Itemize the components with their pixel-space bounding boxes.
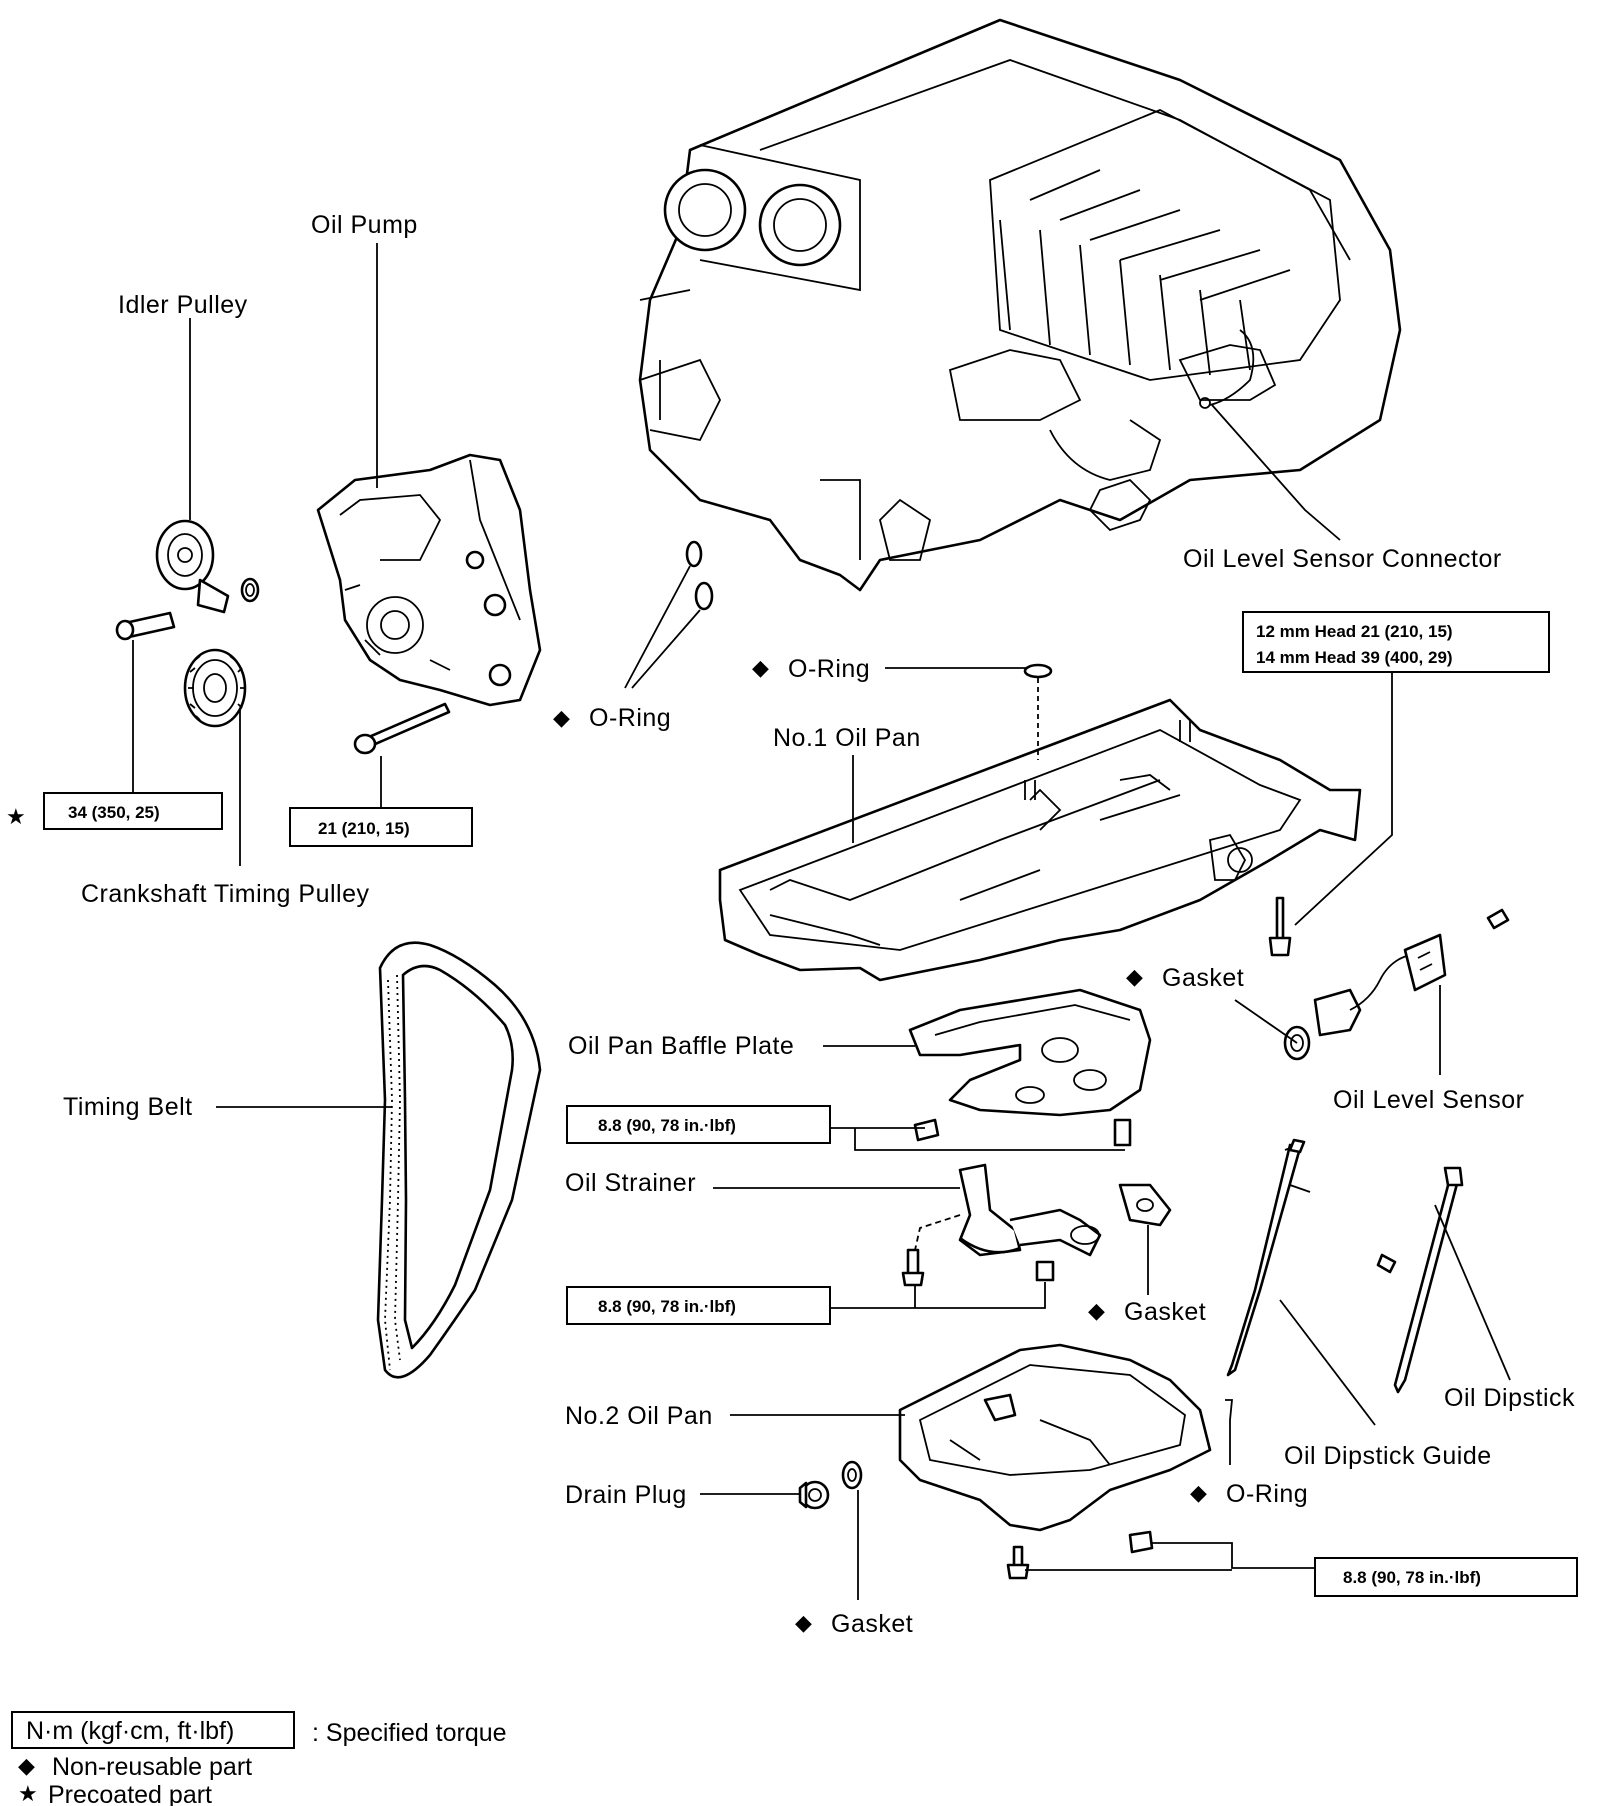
non-reusable-icon: ◆ [795,1611,812,1636]
oil-pump-part [316,453,542,755]
idler-pulley-assembly [115,519,260,641]
torque-box-pan-bolts [1242,611,1550,673]
torque-oil-strainer: 8.8 (90, 78 in.·lbf) [598,1297,736,1316]
torque-idler-bolt: 34 (350, 25) [68,803,160,822]
torque-box-strainer [566,1286,831,1325]
non-reusable-icon: ◆ [1088,1299,1105,1324]
torque-box-idler [43,792,223,830]
torque-box-no2-pan [1314,1557,1578,1597]
leader-lines [132,243,1511,1600]
label-oil-pump: Oil Pump [311,211,418,239]
sensor-bolt [1486,908,1510,930]
torque-oil-pump-bolt: 21 (210, 15) [318,819,410,838]
o-rings-pump [685,540,714,611]
torque-boxes: 12 mm Head 21 (210, 15) 14 mm Head 39 (4… [6,611,1578,1597]
drain-plug-part [798,1480,830,1510]
label-oil-strainer: Oil Strainer [565,1169,696,1197]
oil-level-sensor-part [1313,933,1447,1037]
label-no2-oil-pan: No.2 Oil Pan [565,1402,713,1430]
non-reusable-icon: ◆ [1190,1481,1207,1506]
pan-bolt-14mm [1268,896,1292,957]
label-drain-plug: Drain Plug [565,1481,687,1509]
torque-box-pump [289,807,473,847]
drain-gasket-part [841,1460,863,1490]
legend-torque-unit: N·m (kgf·cm, ft·lbf) [26,1717,234,1745]
torque-baffle-plate: 8.8 (90, 78 in.·lbf) [598,1116,736,1135]
guide-bolt [1376,1253,1397,1274]
crankshaft-timing-pulley-part [183,648,247,728]
engine-assembly [638,18,1402,592]
legend-torque-meaning: : Specified torque [312,1719,507,1747]
o-ring-guide-part [1225,1399,1233,1421]
non-reusable-icon: ◆ [752,656,769,681]
oil-pan-baffle-plate-part [908,988,1152,1117]
torque-no2-oil-pan: 8.8 (90, 78 in.·lbf) [1343,1568,1481,1587]
non-reusable-icon: ◆ [1126,965,1143,990]
legend: N·m (kgf·cm, ft·lbf) : Specified torque … [11,1711,507,1806]
label-idler-pulley: Idler Pulley [118,291,248,319]
timing-belt-part [376,941,542,1379]
oil-dipstick-part [1393,1166,1464,1394]
label-gasket-strainer: Gasket [1124,1298,1206,1326]
non-reusable-icon: ◆ [18,1754,35,1779]
strainer-gasket-part [1118,1183,1172,1227]
label-oil-level-sensor: Oil Level Sensor [1333,1086,1524,1114]
o-ring-pan-part [1023,663,1053,679]
no1-oil-pan-part [718,698,1362,982]
label-timing-belt: Timing Belt [63,1093,193,1121]
torque-12mm-head: 12 mm Head 21 (210, 15) [1256,622,1453,641]
torque-box-baffle [566,1105,831,1144]
precoated-icon: ★ [18,1782,38,1806]
strainer-bolts [901,1248,1055,1287]
oil-strainer-part [958,1163,1102,1257]
oil-dipstick-guide-part [1226,1138,1311,1377]
label-gasket-drain: Gasket [831,1610,913,1638]
no2-pan-bolts [1006,1530,1154,1580]
no2-oil-pan-part [898,1343,1212,1532]
label-crankshaft-timing-pulley: Crankshaft Timing Pulley [81,880,370,908]
non-reusable-icon: ◆ [553,706,570,731]
legend-torque-box [11,1711,295,1749]
label-oil-level-sensor-connector: Oil Level Sensor Connector [1183,545,1502,573]
torque-14mm-head: 14 mm Head 39 (400, 29) [1256,648,1453,667]
label-o-ring-pan: O-Ring [788,655,870,683]
legend-non-reusable: Non-reusable part [52,1753,252,1781]
legend-precoated: Precoated part [48,1781,212,1806]
label-gasket-sensor: Gasket [1162,964,1244,992]
label-oil-dipstick-guide: Oil Dipstick Guide [1284,1442,1492,1470]
label-oil-dipstick: Oil Dipstick [1444,1384,1575,1412]
baffle-bolts [913,1118,1132,1147]
label-o-ring-guide: O-Ring [1226,1480,1308,1508]
label-no1-oil-pan: No.1 Oil Pan [773,724,921,752]
part-labels: Oil Pump Idler Pulley Oil Level Sensor C… [63,211,1575,1638]
label-o-ring-pump: O-Ring [589,704,671,732]
label-oil-pan-baffle-plate: Oil Pan Baffle Plate [568,1032,794,1060]
precoated-icon: ★ [6,805,26,830]
